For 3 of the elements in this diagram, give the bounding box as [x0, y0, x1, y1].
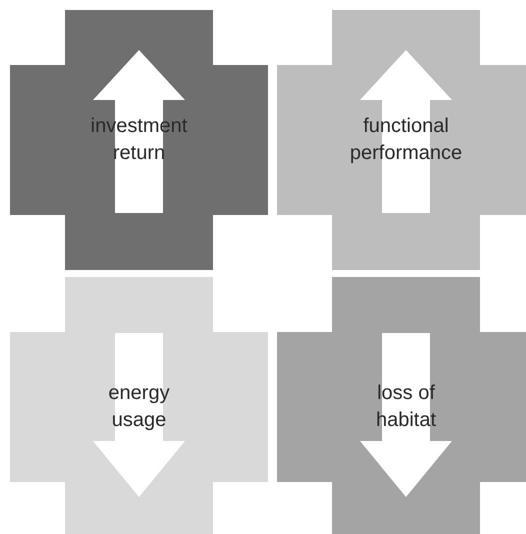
node-label: loss of habitat [374, 381, 438, 433]
node-label: functional performance [348, 114, 464, 166]
node-label: energy usage [107, 381, 171, 433]
